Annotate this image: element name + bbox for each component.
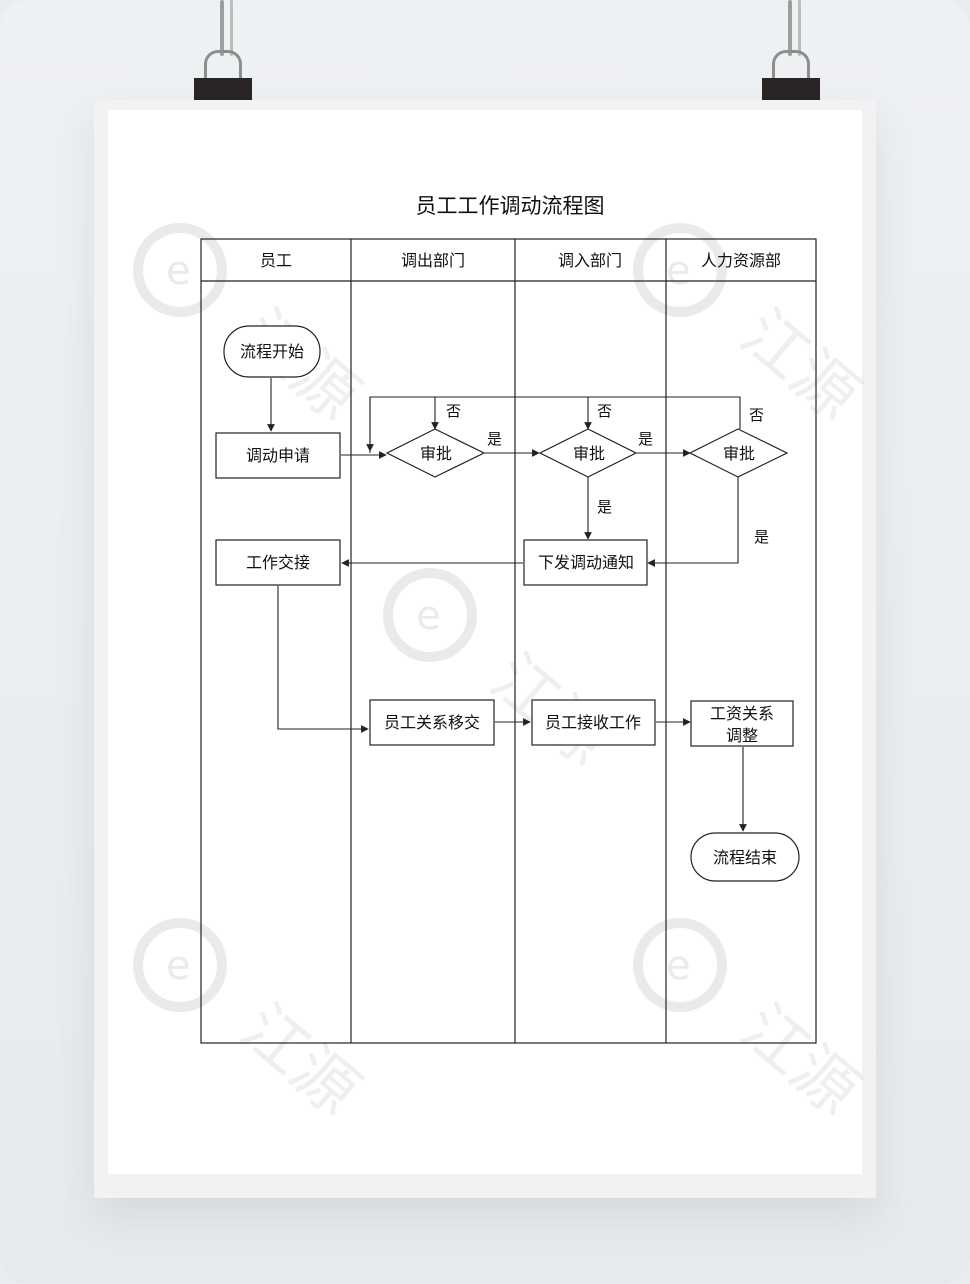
svg-text:e: e xyxy=(166,943,191,989)
connectors xyxy=(267,378,747,832)
node-apply: 调动申请 xyxy=(215,432,341,479)
svg-text:e: e xyxy=(166,248,191,294)
label-no-out: 否 xyxy=(446,402,461,420)
node-start: 流程开始 xyxy=(223,325,321,378)
node-approve-in: 审批 xyxy=(538,428,638,478)
diagram-title: 员工工作调动流程图 xyxy=(416,194,605,218)
swimlane-grid xyxy=(200,238,817,1044)
svg-text:员工接收工作: 员工接收工作 xyxy=(545,713,641,732)
label-yes-hr: 是 xyxy=(754,528,769,546)
label-no-hr: 否 xyxy=(749,406,764,424)
label-yes-out: 是 xyxy=(487,430,502,448)
svg-text:审批: 审批 xyxy=(723,444,755,463)
node-approve-hr: 审批 xyxy=(688,428,789,478)
node-receive-work: 员工接收工作 xyxy=(531,699,656,746)
lane-header-hr: 人力资源部 xyxy=(701,251,781,270)
node-approve-out: 审批 xyxy=(385,428,486,478)
lane-header-employee: 员工 xyxy=(260,251,292,270)
svg-text:审批: 审批 xyxy=(573,444,605,463)
label-yes-in-right: 是 xyxy=(638,430,653,448)
label-no-in: 否 xyxy=(597,402,612,420)
label-yes-in-down: 是 xyxy=(597,498,612,516)
svg-text:工资关系: 工资关系 xyxy=(710,704,774,723)
svg-text:审批: 审批 xyxy=(420,444,452,463)
svg-text:员工关系移交: 员工关系移交 xyxy=(384,713,480,732)
svg-text:e: e xyxy=(666,943,691,989)
svg-text:调动申请: 调动申请 xyxy=(246,446,310,465)
node-salary-adjust: 工资关系 调整 xyxy=(690,700,794,747)
watermark-text: 江源 xyxy=(727,991,873,1130)
node-end: 流程结束 xyxy=(690,832,800,882)
node-notify: 下发调动通知 xyxy=(523,539,648,586)
lane-header-out-dept: 调出部门 xyxy=(401,251,465,270)
svg-text:调整: 调整 xyxy=(726,726,758,745)
lane-header-in-dept: 调入部门 xyxy=(558,251,622,270)
node-handover: 工作交接 xyxy=(215,539,341,586)
svg-text:e: e xyxy=(666,248,691,294)
poster-paper xyxy=(108,110,862,1174)
svg-text:e: e xyxy=(416,593,441,639)
svg-text:下发调动通知: 下发调动通知 xyxy=(538,553,634,572)
node-transfer-relation: 员工关系移交 xyxy=(369,699,495,746)
svg-text:流程开始: 流程开始 xyxy=(240,342,304,361)
svg-text:工作交接: 工作交接 xyxy=(246,553,310,572)
svg-text:流程结束: 流程结束 xyxy=(713,848,777,867)
